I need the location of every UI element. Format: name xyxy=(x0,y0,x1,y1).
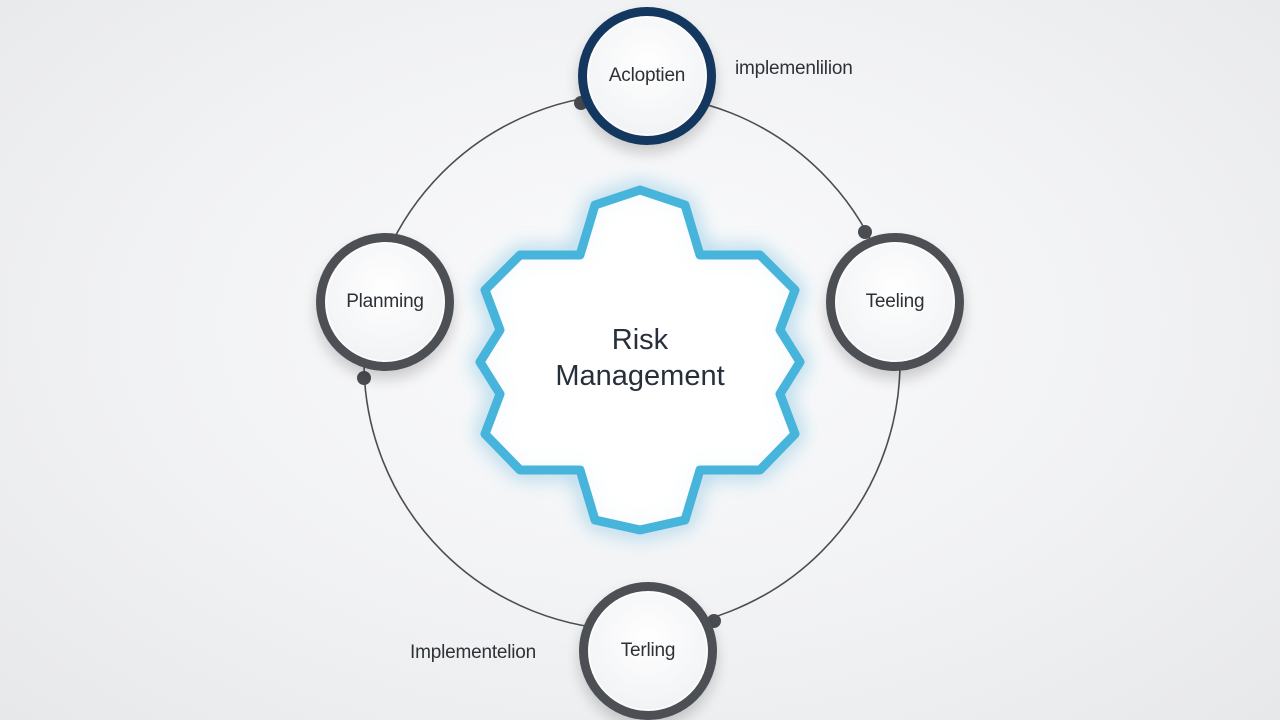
node-left-label: Planming xyxy=(346,291,424,312)
center-title-line-2: Management xyxy=(555,360,725,392)
gear-icon xyxy=(475,185,805,535)
center-title-line-1: Risk xyxy=(611,324,669,356)
node-bottom[interactable]: Terling xyxy=(579,582,717,720)
node-bottom-label: Terling xyxy=(620,640,676,661)
label-top-right: implemenlilion xyxy=(735,58,853,79)
node-right-label: Teeling xyxy=(865,291,925,312)
node-top[interactable]: Acloptien xyxy=(578,7,716,145)
connector-dot xyxy=(858,225,872,239)
connector-dot xyxy=(357,371,371,385)
node-left[interactable]: Planming xyxy=(316,233,454,371)
center-title: Risk Management xyxy=(520,322,760,394)
node-top-label: Acloptien xyxy=(608,65,686,86)
label-bottom-left: Implementelion xyxy=(410,642,537,663)
node-right[interactable]: Teeling xyxy=(826,233,964,371)
